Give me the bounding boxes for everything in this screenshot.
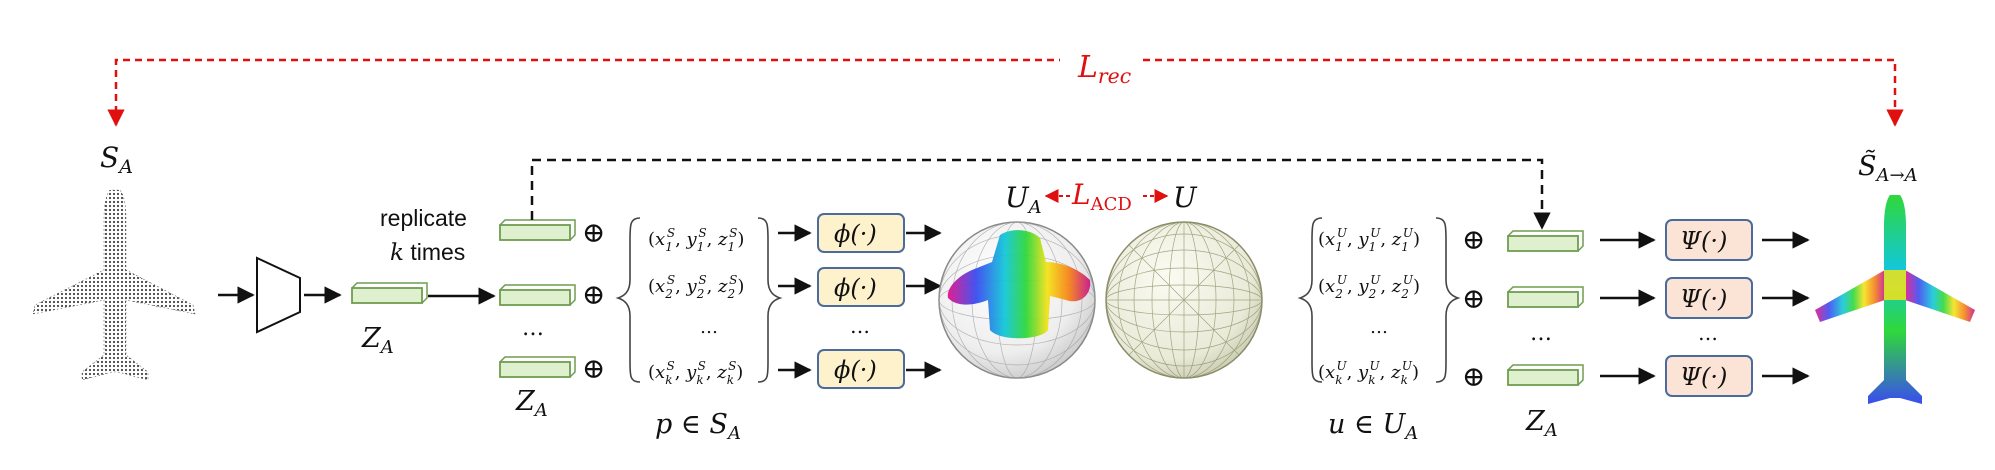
loss-acd-label: L (1071, 178, 1091, 211)
p-label-subscript: A (726, 423, 741, 444)
oplus-right-k: ⊕ (1462, 360, 1485, 393)
sphere-coordinates: (x1U, y1U, z1U) (x2U, y2U, z2U) … (xkU, … (1297, 217, 1461, 444)
psi-block-2: Ψ(·) (1665, 277, 1753, 319)
decoder-latent-subscript: A (1543, 420, 1558, 441)
latent-subscript: A (379, 337, 394, 358)
output-shape-subscript: A→A (1875, 165, 1918, 186)
loss-rec-label: L (1077, 50, 1098, 85)
svg-text:ϕ(·): ϕ(·) (834, 220, 877, 248)
source-coordinates: (x1S, y1S, z1S) (x2S, y2S, z2S) … (xkS, … (615, 217, 783, 444)
svg-text:ϕ(·): ϕ(·) (834, 356, 877, 384)
svg-text:Ψ(·): Ψ(·) (1680, 363, 1727, 391)
latent-stack-label: Z (515, 386, 536, 417)
latent-label: Z (361, 323, 382, 354)
svg-text:UA: UA (1005, 181, 1042, 218)
phi-dots: … (850, 314, 870, 338)
output-shape: S̃A→A (1815, 149, 1975, 404)
coord-u-row-1: (x1U, y1U, z1U) (1318, 226, 1420, 254)
svg-text:ϕ(·): ϕ(·) (834, 274, 877, 302)
replicated-latent-k (499, 356, 576, 378)
svg-text:p ∈ SA: p ∈ SA (655, 409, 741, 444)
latent-stack-subscript: A (533, 400, 548, 421)
svg-text:SA: SA (100, 141, 133, 178)
decoder-latent-label: Z (1525, 406, 1546, 437)
replicated-latent-2 (499, 284, 576, 306)
phi-block-k: ϕ(·) (817, 349, 905, 389)
acd-loss: LACD (1044, 178, 1169, 215)
phi-network: ϕ(·) ϕ(·) … ϕ(·) (778, 213, 942, 389)
oplus-right-1: ⊕ (1462, 223, 1485, 256)
svg-text:S̃A→A: S̃A→A (1858, 149, 1918, 186)
coord-u-dots: … (1370, 317, 1388, 338)
svg-text:ZA: ZA (1525, 406, 1558, 441)
coord-s-row-1: (x1S, y1S, z1S) (648, 226, 744, 254)
svg-text:ZA: ZA (515, 386, 548, 421)
oplus-1: ⊕ (582, 216, 605, 249)
airplane-point-cloud-colored (1815, 195, 1975, 404)
input-shape-subscript: A (117, 156, 133, 178)
decoder-latent-dots: … (1530, 321, 1552, 346)
decoder-latent-k (1507, 364, 1584, 386)
coord-s-dots: … (700, 317, 718, 338)
decoder-latent-1 (1507, 230, 1584, 252)
svg-text:Lrec: Lrec (1077, 50, 1132, 88)
replicated-latent-1 (499, 219, 576, 241)
replicate-note: replicate k times (380, 205, 467, 266)
concat-ops-left: ⊕ ⊕ ⊕ (582, 216, 605, 385)
svg-text:k times: k times (390, 239, 465, 266)
phi-block-2: ϕ(·) (817, 267, 905, 307)
skip-connection (530, 158, 1551, 230)
oplus-2: ⊕ (582, 278, 605, 311)
output-shape-label: S̃ (1858, 149, 1877, 182)
coord-s-row-2: (x2S, y2S, z2S) (648, 273, 744, 301)
decoder-latent-stack: … ZA (1507, 230, 1584, 441)
latent-dots: … (522, 316, 544, 341)
coord-u-row-2: (x2U, y2U, z2U) (1318, 273, 1420, 301)
encoder (218, 256, 342, 334)
svg-text:u ∈ UA: u ∈ UA (1328, 409, 1418, 444)
coord-u-row-k: (xkU, ykU, zkU) (1318, 359, 1419, 387)
replicated-latent-stack: … ZA (499, 219, 576, 421)
svg-text:Ψ(·): Ψ(·) (1680, 227, 1727, 255)
reconstruction-loss-loop: Lrec (107, 50, 1904, 127)
loss-rec-subscript: rec (1098, 64, 1132, 88)
phi-block-1: ϕ(·) (817, 213, 905, 253)
svg-text:Ψ(·): Ψ(·) (1680, 285, 1727, 313)
replicate-text: replicate (380, 205, 467, 231)
u-label: u ∈ U (1328, 409, 1407, 440)
replicate-times: times (404, 239, 465, 265)
u-label-subscript: A (1403, 423, 1418, 444)
input-shape-label: S (100, 141, 119, 174)
psi-dots: … (1698, 321, 1718, 345)
psi-block-k: Ψ(·) (1665, 355, 1753, 397)
sphere-ua: UA (938, 181, 1096, 379)
replicate-k: k (390, 240, 404, 266)
sphere-ua-subscript: A (1027, 197, 1042, 218)
decoder-latent-2 (1507, 286, 1584, 308)
latent-vector-za: ZA (351, 282, 496, 358)
oplus-k: ⊕ (582, 352, 605, 385)
oplus-right-2: ⊕ (1462, 282, 1485, 315)
input-shape: SA (32, 141, 196, 381)
loss-acd-subscript: ACD (1090, 194, 1132, 215)
coord-s-row-k: (xkS, ykS, zkS) (648, 359, 743, 387)
psi-network: Ψ(·) Ψ(·) … Ψ(·) (1600, 219, 1810, 397)
sphere-u: U (1105, 181, 1263, 379)
concat-ops-right: ⊕ ⊕ ⊕ (1462, 223, 1485, 393)
airplane-point-cloud-gray (32, 189, 196, 381)
svg-text:LACD: LACD (1071, 178, 1132, 215)
sphere-u-label: U (1173, 181, 1198, 214)
p-label: p ∈ S (655, 409, 728, 440)
sphere-ua-label: U (1005, 181, 1030, 214)
svg-text:ZA: ZA (361, 323, 394, 358)
psi-block-1: Ψ(·) (1665, 219, 1753, 261)
